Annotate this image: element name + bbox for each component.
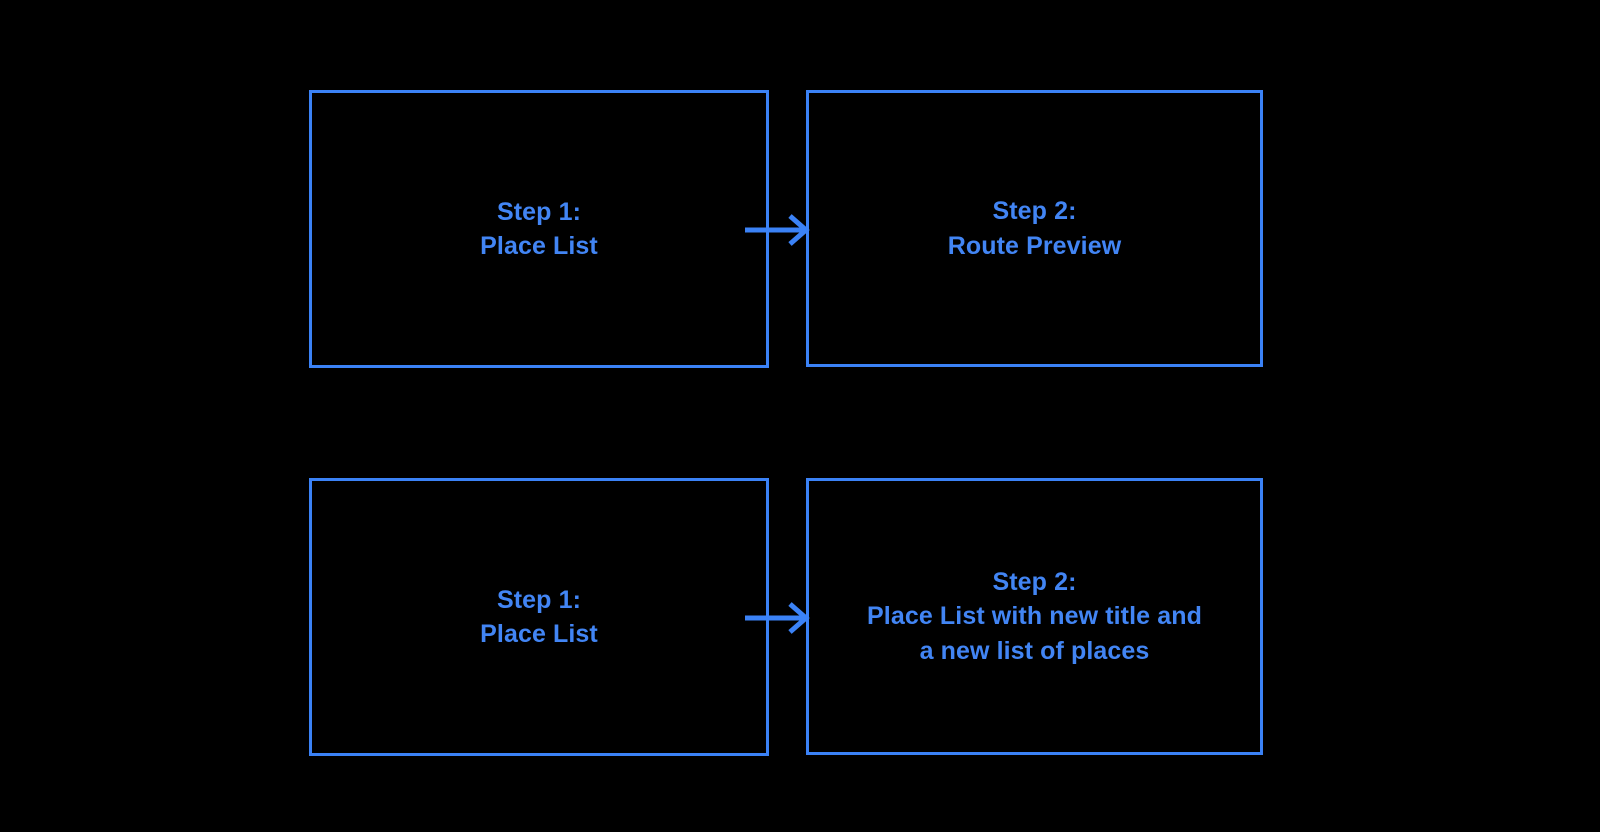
- step-label: Step 1: Place List: [480, 197, 598, 261]
- flow-row-top: Step 1: Place List Step 2: Route Preview: [0, 84, 1600, 374]
- step-label: Step 1: Place List: [480, 585, 598, 649]
- step-box-top-step-2[interactable]: Step 2: Route Preview: [806, 90, 1263, 367]
- step-box-top-step-1[interactable]: Step 1: Place List: [309, 90, 769, 368]
- step-box-bottom-step-2[interactable]: Step 2: Place List with new title and a …: [806, 478, 1263, 755]
- flow-row-bottom: Step 1: Place List Step 2: Place List wi…: [0, 472, 1600, 762]
- step-box-bottom-step-1[interactable]: Step 1: Place List: [309, 478, 769, 756]
- step-label: Step 2: Place List with new title and a …: [867, 567, 1202, 665]
- step-label: Step 2: Route Preview: [947, 197, 1122, 260]
